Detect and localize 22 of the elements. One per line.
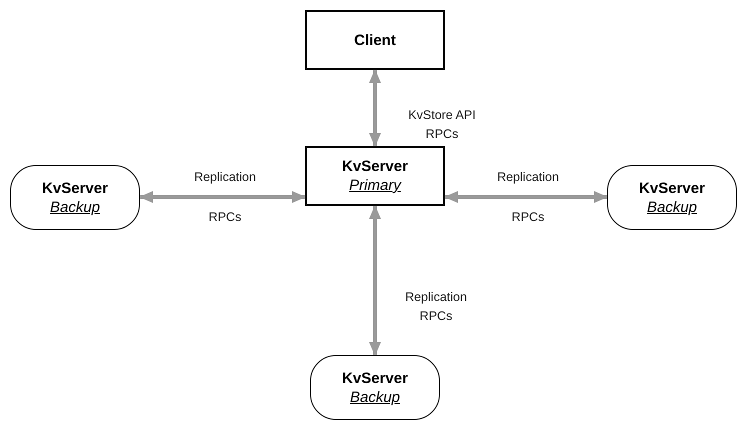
edge-label: Replication RPCs xyxy=(496,169,560,226)
node-role: Backup xyxy=(646,198,698,216)
node-role: Primary xyxy=(349,176,401,195)
process-box xyxy=(305,146,445,206)
node-role: Backup xyxy=(350,388,400,406)
double-arrow xyxy=(444,191,608,203)
node-title: Client xyxy=(354,30,396,50)
double-arrow xyxy=(139,191,306,203)
edge-label: Replication RPCs xyxy=(193,169,257,226)
node-title: KvServer xyxy=(342,157,408,176)
node-title: KvServer xyxy=(42,178,108,198)
edge-label: Replication RPCs xyxy=(404,289,468,325)
node-title: KvServer xyxy=(342,368,408,388)
node-title: KvServer xyxy=(639,178,705,198)
double-arrow xyxy=(369,69,381,147)
double-arrow xyxy=(369,205,381,356)
node-role: Backup xyxy=(50,198,100,216)
server-node xyxy=(310,355,440,420)
server-node xyxy=(607,165,737,230)
server-node xyxy=(10,165,140,230)
process-box xyxy=(305,10,445,70)
edge-label: KvStore API RPCs xyxy=(407,107,477,143)
